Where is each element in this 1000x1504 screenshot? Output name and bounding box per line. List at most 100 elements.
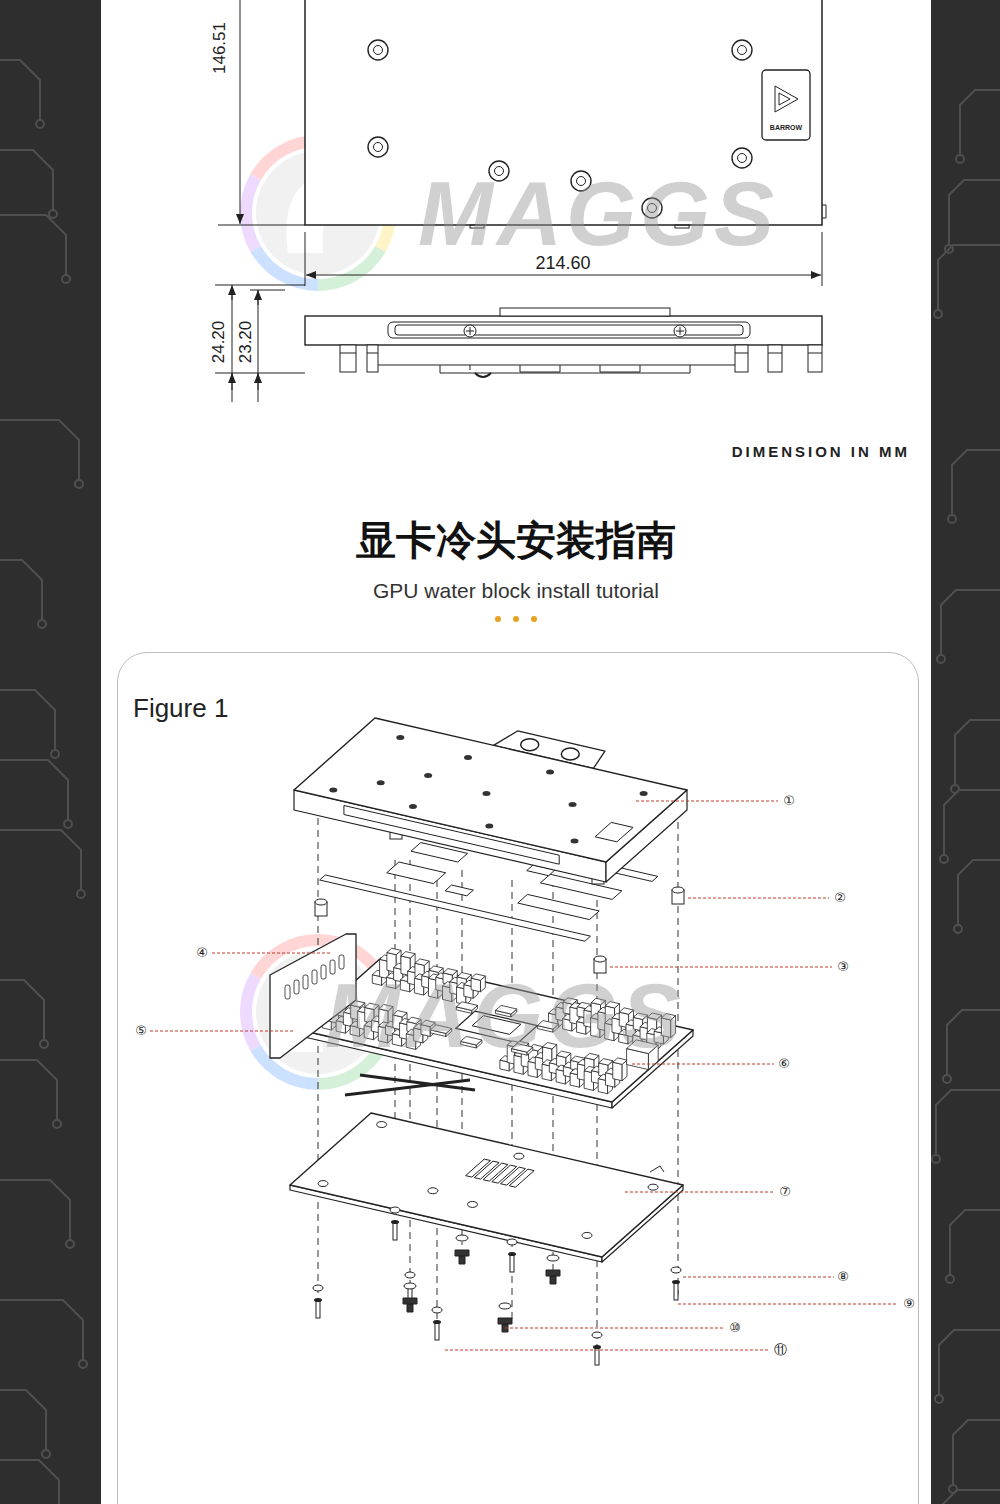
- drawing-part: [671, 1267, 681, 1273]
- drawing-part: [240, 0, 241, 224]
- drawing-part: [0, 760, 68, 820]
- drawing-part: [432, 1307, 442, 1313]
- drawing-part: [940, 855, 948, 863]
- drawing-part: [445, 1350, 769, 1351]
- callout-number: ⑪: [774, 1343, 787, 1357]
- callout-number: ⑦: [779, 1185, 791, 1199]
- drawing-part: [290, 1113, 683, 1257]
- drawing-part: [547, 1255, 559, 1261]
- drawing-part: [53, 1120, 61, 1128]
- drawing-part: [594, 956, 606, 962]
- drawing-part: [345, 1075, 475, 1095]
- drawing-part: [636, 801, 778, 802]
- exploded-assembly: [270, 718, 693, 1365]
- figure-label: Figure 1: [133, 693, 228, 724]
- drawing-part: [232, 290, 233, 402]
- drawing-part: [508, 1252, 516, 1256]
- drawing-part: [625, 1192, 775, 1193]
- drawing-part: [445, 885, 473, 896]
- drawing-part: [958, 860, 1000, 925]
- drawing-part: [305, 232, 306, 286]
- drawing-part: [64, 820, 72, 828]
- drawing-part: [77, 890, 85, 898]
- callout-number: ⑨: [903, 1297, 915, 1311]
- drawing-part: [62, 275, 70, 283]
- drawing-part: [404, 1283, 416, 1289]
- drawing-part: [595, 822, 633, 841]
- callout-number: ⑧: [837, 1270, 849, 1284]
- drawing-part: [294, 980, 299, 994]
- drawing-part: [314, 1298, 322, 1302]
- drawing-part: [428, 1188, 438, 1194]
- drawing-part: [768, 345, 782, 372]
- drawing-part: [409, 804, 417, 809]
- drawing-part: [232, 373, 233, 390]
- dimension-value: 146.51: [211, 22, 230, 74]
- drawing-part: [470, 327, 471, 335]
- drawing-part: [735, 345, 748, 372]
- drawing-part: [500, 308, 670, 316]
- drawing-part: [507, 1239, 517, 1245]
- drawing-part: [36, 120, 44, 128]
- drawing-part: [0, 1390, 46, 1450]
- drawing-part: [0, 60, 40, 120]
- drawing-part: [49, 210, 57, 218]
- drawing-part: [258, 373, 259, 390]
- drawing-part: [38, 620, 46, 628]
- drawing-part: [40, 1040, 48, 1048]
- callout-number: ②: [834, 891, 846, 905]
- drawing-part: [955, 720, 1000, 785]
- drawing-part: [232, 285, 233, 300]
- drawing-part: [387, 948, 401, 954]
- drawing-part: [424, 773, 432, 778]
- drawing-part: [762, 70, 810, 140]
- drawing-part: [510, 1254, 514, 1272]
- drawing-part: [0, 1300, 83, 1360]
- drawing-part: [518, 894, 599, 919]
- drawing-part: [215, 285, 305, 286]
- drawing-part: [935, 1395, 943, 1403]
- drawing-part: [401, 952, 415, 958]
- drawing-part: [672, 1280, 680, 1284]
- drawing-part: [952, 450, 1000, 515]
- drawing-part: [953, 1420, 1000, 1485]
- drawing-part: [306, 275, 821, 276]
- drawing-part: [947, 1010, 1000, 1075]
- drawing-part: [808, 345, 822, 372]
- drawing-part: [316, 1300, 320, 1318]
- drawing-part: [313, 1285, 323, 1291]
- drawing-part: [374, 46, 383, 55]
- drawing-part: [0, 560, 42, 620]
- drawing-part: [367, 345, 378, 372]
- drawing-part: [232, 283, 233, 405]
- drawing-part: [467, 1201, 477, 1207]
- page-title: 显卡冷头安装指南: [356, 518, 676, 562]
- drawing-part: [735, 353, 748, 354]
- drawing-part: [66, 1240, 74, 1248]
- drawing-part: [437, 880, 438, 1335]
- drawing-part: [0, 1460, 59, 1504]
- drawing-part: [285, 985, 290, 999]
- drawing-part: [569, 802, 577, 807]
- drawing-part: [51, 750, 59, 758]
- drawing-part: [305, 316, 822, 345]
- drawing-part: [570, 839, 578, 844]
- drawing-part: [509, 1169, 534, 1187]
- dimension-drawing: [215, 0, 826, 405]
- subtitle: GPU water block install tutorial: [373, 579, 659, 602]
- drawing-part: [344, 806, 559, 865]
- drawing-part: [396, 735, 404, 740]
- drawing-part: [368, 40, 388, 60]
- callout-number: ④: [196, 946, 208, 960]
- drawing-part: [0, 1060, 57, 1120]
- drawing-part: [948, 515, 956, 523]
- drawing-part: [395, 325, 743, 335]
- drawing-part: [303, 975, 308, 989]
- callout-number: ⑥: [778, 1057, 790, 1071]
- drawing-part: [593, 1345, 601, 1349]
- drawing-part: [374, 143, 383, 152]
- drawing-part: [390, 1207, 400, 1213]
- drawing-part: [934, 310, 942, 318]
- drawing-part: [435, 1322, 439, 1340]
